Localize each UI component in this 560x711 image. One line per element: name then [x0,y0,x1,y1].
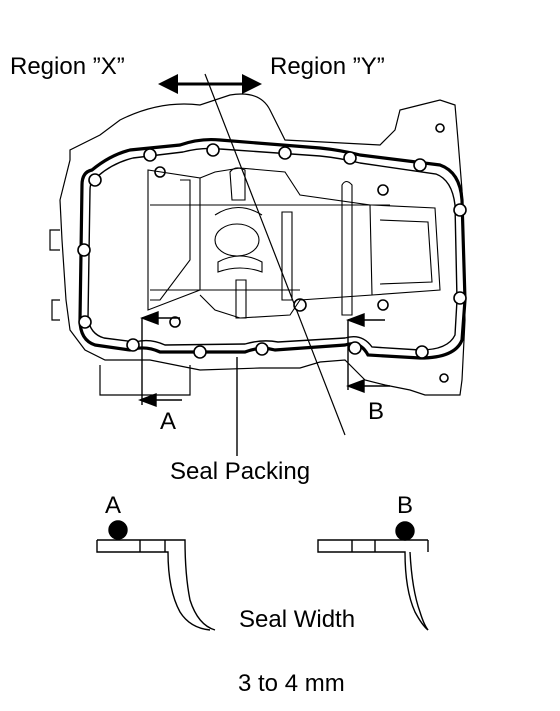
bolt-holes [77,123,467,383]
bolt-hole [278,146,292,160]
bolt-hole [193,345,207,359]
bolt-hole [169,316,181,328]
detail-b-cross-section [317,521,429,631]
region-divider-arrow [158,74,262,94]
bolt-hole [435,123,445,133]
bolt-hole [453,291,467,305]
bolt-hole [206,143,220,157]
bolt-hole [415,345,429,359]
seal-width-value: 3 to 4 mm [238,670,345,697]
detail-b-label: B [397,492,414,519]
bolt-hole [143,148,157,162]
section-line-a [138,310,182,408]
bolt-hole [126,338,140,352]
region-x-label: Region ”X” [10,53,125,80]
section-line-b [346,312,390,394]
bolt-hole [77,243,91,257]
bolt-hole [88,173,102,187]
oil-pan-inner-features [147,167,441,319]
region-y-label: Region ”Y” [270,53,385,80]
seal-packing-label: Seal Packing [170,458,311,485]
region-boundary-line [204,73,346,436]
bolt-hole [255,342,269,356]
detail-a-cross-section [96,520,216,631]
seal-bead-a [108,520,128,540]
bolt-hole [78,315,92,329]
bolt-hole [343,151,357,165]
seal-bead-b [395,521,415,541]
detail-a-label: A [105,492,122,519]
bolt-hole [439,373,449,383]
seal-width-label: Seal Width [239,606,356,633]
bolt-hole [413,158,427,172]
bolt-hole [453,203,467,217]
bolt-hole [348,341,362,355]
bolt-hole [377,299,389,311]
bolt-hole [293,298,307,312]
section-a-label: A [160,408,177,435]
bolt-hole [377,184,389,196]
section-b-label: B [368,398,385,425]
engine-block-outline [49,93,466,396]
